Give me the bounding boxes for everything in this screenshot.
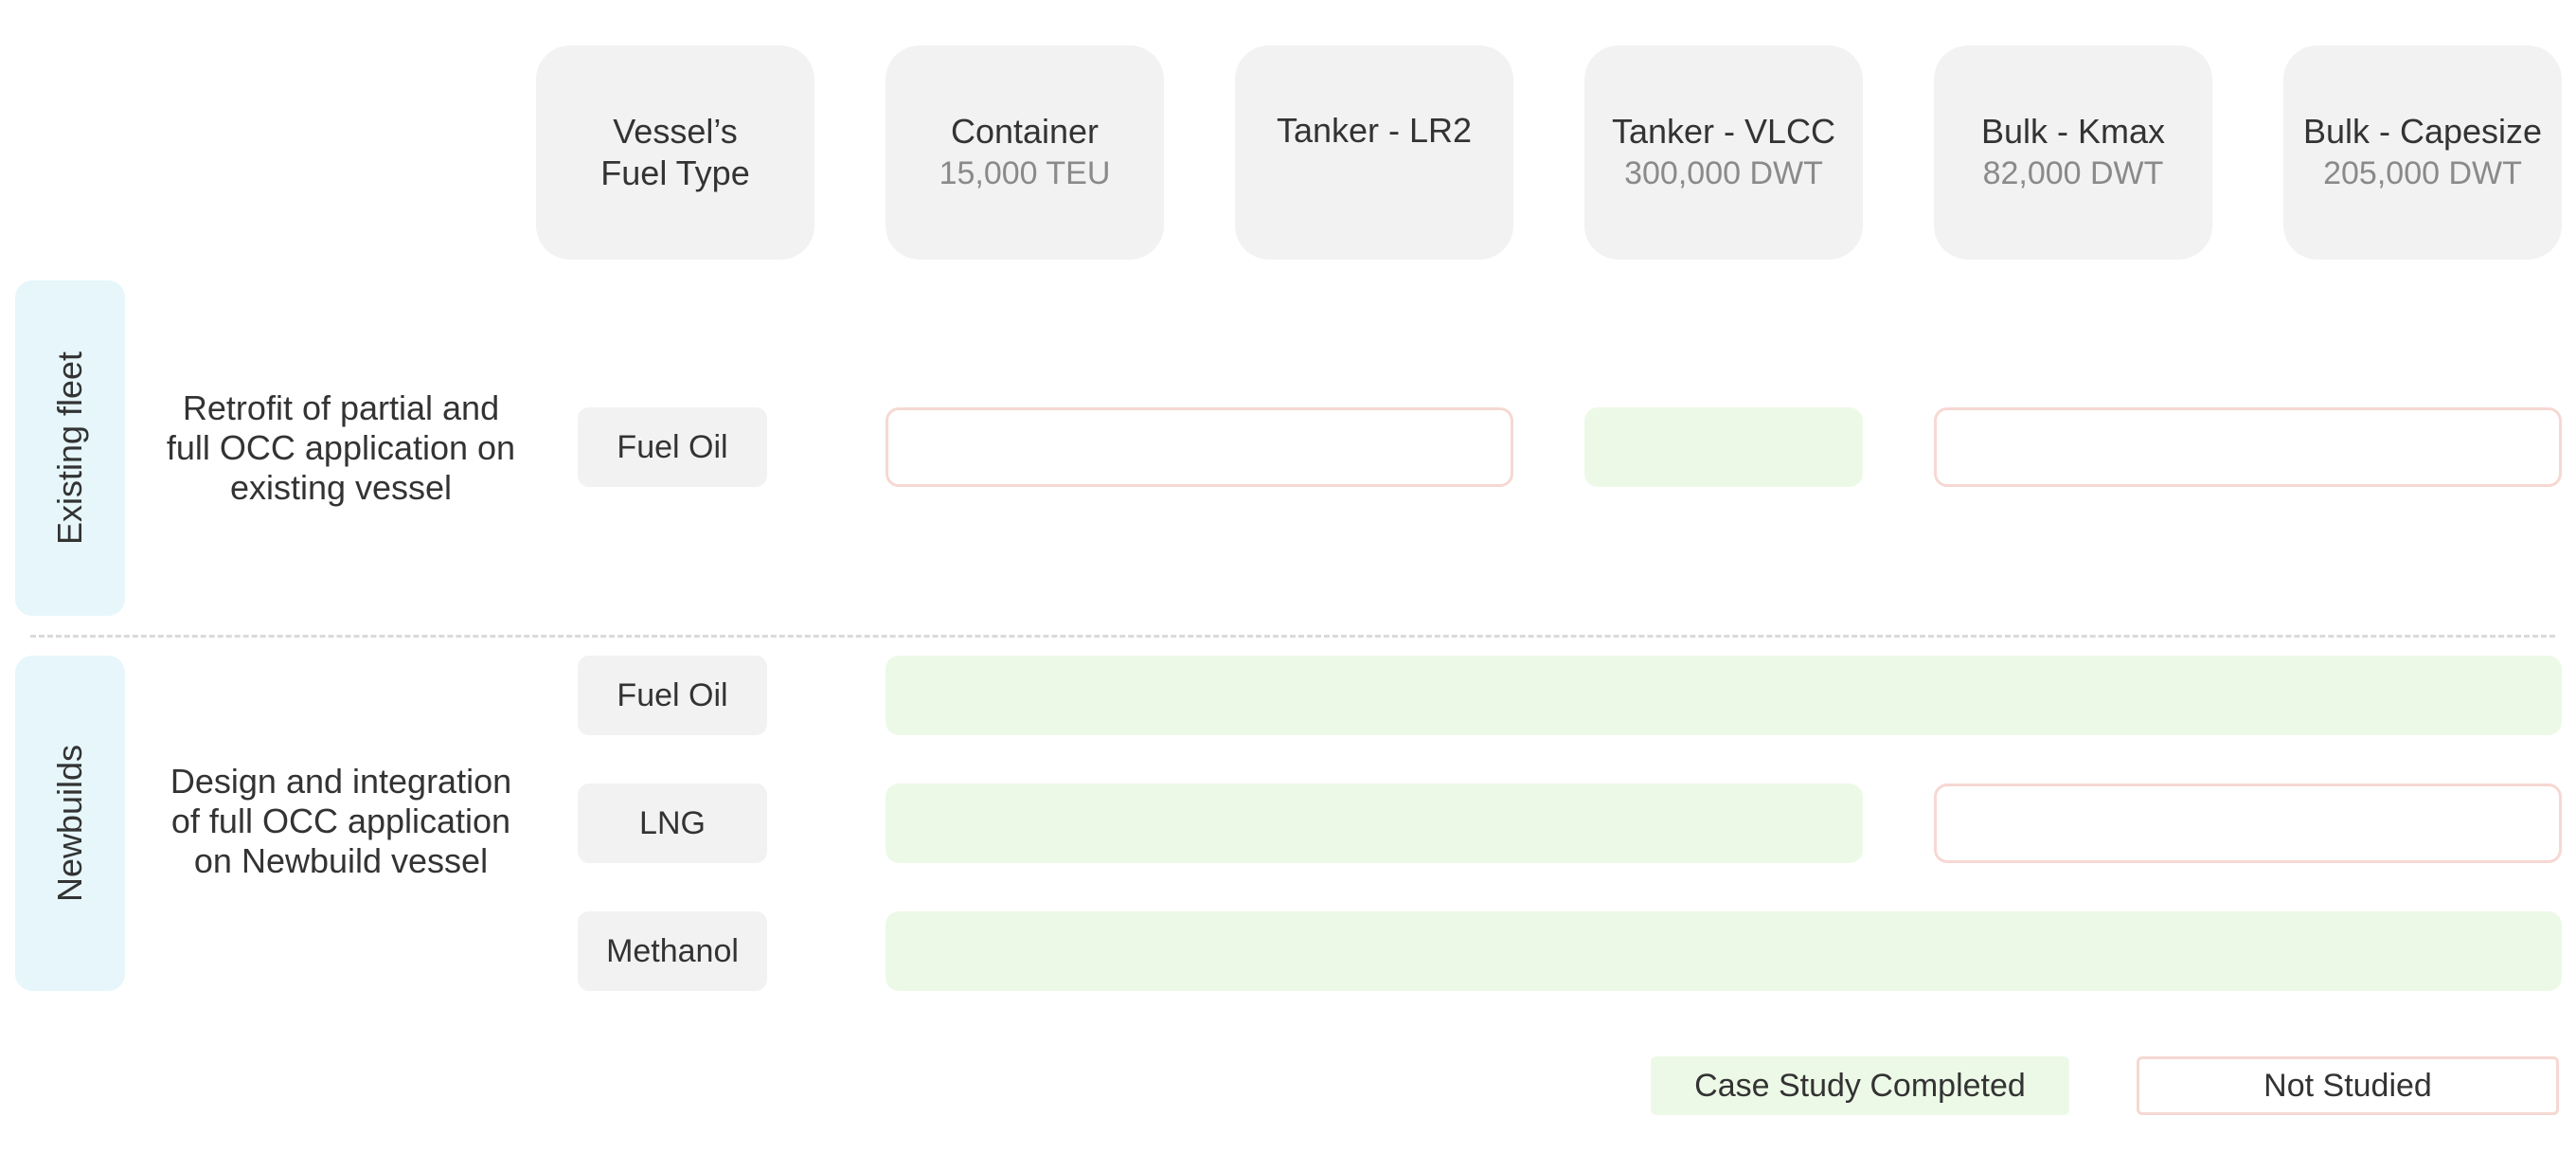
- legend-completed: Case Study Completed: [1651, 1056, 2069, 1115]
- group-label-existing-fleet: Existing fleet: [15, 280, 125, 616]
- status-newbuild-lng-container-vlcc: [886, 784, 1863, 863]
- header-bulk-kmax-name: Bulk - Kmax: [1980, 112, 2166, 151]
- header-bulk-capesize: Bulk - Capesize 205,000 DWT: [2283, 45, 2562, 260]
- header-tanker-vlcc: Tanker - VLCC 300,000 DWT: [1584, 45, 1863, 260]
- newbuilds-description: Design and integration of full OCC appli…: [152, 752, 530, 891]
- header-fuel-type-label: Vessel’s Fuel Type: [600, 112, 750, 192]
- header-bulk-kmax-size: 82,000 DWT: [1982, 155, 2164, 191]
- existing-fleet-description-line: Retrofit of partial and: [182, 388, 500, 427]
- status-existing-fuel-oil-vlcc: [1584, 407, 1863, 487]
- legend-completed-label: Case Study Completed: [1694, 1067, 2026, 1104]
- header-tanker-lr2: Tanker - LR2: [1235, 45, 1513, 260]
- header-container-name: Container: [950, 112, 1100, 151]
- header-container: Container 15,000 TEU: [886, 45, 1164, 260]
- fuel-type-newbuild-methanol: Methanol: [578, 911, 767, 991]
- header-fuel-type: Vessel’s Fuel Type: [536, 45, 814, 260]
- newbuilds-description-line: of full OCC application: [170, 802, 511, 840]
- existing-fleet-description-line: full OCC application on: [166, 428, 516, 467]
- status-newbuild-lng-bulk: [1934, 784, 2562, 863]
- status-existing-fuel-oil-bulk: [1934, 407, 2562, 487]
- header-bulk-capesize-size: 205,000 DWT: [2323, 155, 2522, 191]
- header-bulk-kmax: Bulk - Kmax 82,000 DWT: [1934, 45, 2212, 260]
- legend-not-studied-label: Not Studied: [2263, 1067, 2432, 1104]
- existing-fleet-description-line: existing vessel: [229, 468, 453, 507]
- header-container-size: 15,000 TEU: [939, 155, 1111, 191]
- status-newbuild-fuel-oil-all: [886, 656, 2562, 735]
- newbuilds-description-line: Design and integration: [170, 762, 512, 801]
- legend-not-studied: Not Studied: [2137, 1056, 2559, 1115]
- group-divider: [30, 635, 2555, 638]
- group-label-newbuilds-text: Newbuilds: [50, 744, 89, 903]
- header-tanker-lr2-name: Tanker - LR2: [1276, 111, 1473, 150]
- header-tanker-vlcc-name: Tanker - VLCC: [1611, 112, 1836, 151]
- fuel-type-newbuild-lng: LNG: [578, 784, 767, 863]
- group-label-existing-fleet-text: Existing fleet: [50, 351, 89, 546]
- group-label-newbuilds: Newbuilds: [15, 656, 125, 991]
- header-bulk-capesize-name: Bulk - Capesize: [2302, 112, 2543, 151]
- status-newbuild-methanol-all: [886, 911, 2562, 991]
- fuel-type-newbuild-fuel-oil: Fuel Oil: [578, 656, 767, 735]
- status-existing-fuel-oil-container-lr2: [886, 407, 1513, 487]
- newbuilds-description-line: on Newbuild vessel: [193, 841, 489, 880]
- existing-fleet-description: Retrofit of partial and full OCC applica…: [152, 379, 530, 517]
- fuel-type-existing-fuel-oil: Fuel Oil: [578, 407, 767, 487]
- header-tanker-vlcc-size: 300,000 DWT: [1624, 155, 1823, 191]
